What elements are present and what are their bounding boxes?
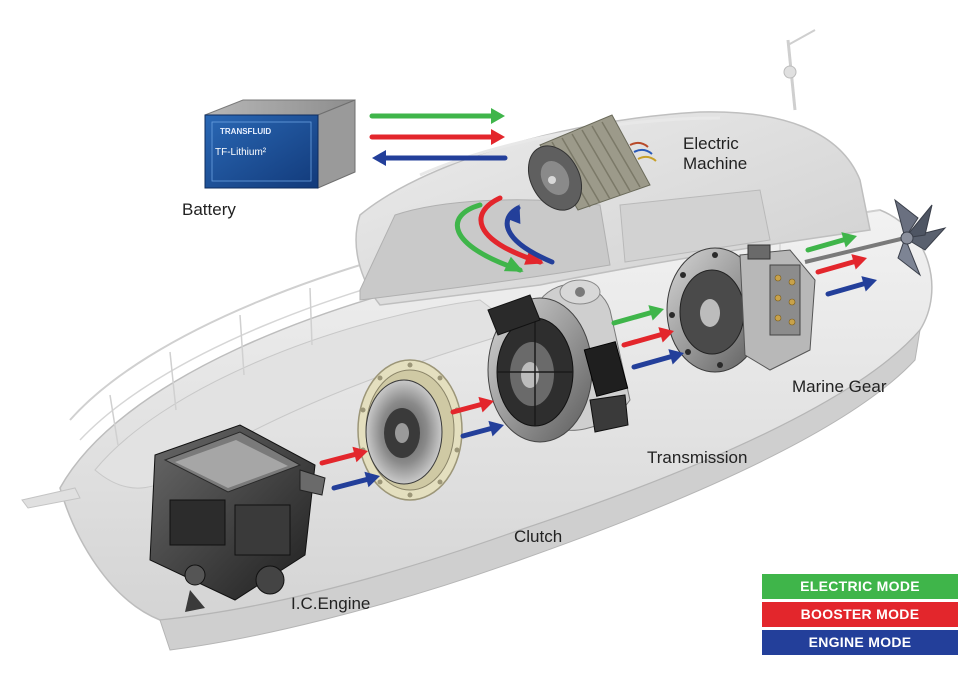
power-flow-arrows	[319, 108, 877, 491]
ic-engine	[149, 424, 326, 612]
battery-unit	[204, 99, 356, 189]
arrow-electric-gear-to-propeller	[805, 232, 857, 253]
arrow-booster-clutch-to-transmission	[450, 396, 494, 415]
arrow-electric-machine-to-transmission	[454, 202, 524, 273]
transmission-unit	[487, 279, 631, 443]
ic-engine-label: I.C.Engine	[291, 594, 371, 613]
electric-machine-label-line2: Machine	[683, 154, 748, 173]
legend-label: ELECTRIC MODE	[800, 578, 920, 594]
marine-gear-label: Marine Gear	[792, 377, 887, 396]
transmission-label: Transmission	[647, 448, 748, 467]
legend-engine-mode: ENGINE MODE	[762, 630, 958, 655]
arrow-engine-machine-to-battery	[372, 150, 508, 166]
arrow-electric-transmission-to-gear	[611, 305, 664, 326]
electric-machine-label-line1: Electric	[683, 134, 739, 153]
arrow-booster-battery-to-machine	[369, 129, 505, 145]
legend-booster-mode: BOOSTER MODE	[762, 602, 958, 627]
arrow-engine-transmission-to-machine	[504, 204, 555, 265]
legend-label: BOOSTER MODE	[800, 606, 920, 622]
arrow-engine-gear-to-propeller	[825, 276, 877, 297]
marine-gear-unit	[666, 244, 816, 373]
clutch-unit	[357, 359, 463, 501]
arrow-engine-clutch-to-transmission	[460, 420, 504, 439]
arrow-electric-battery-to-machine	[369, 108, 505, 124]
arrow-booster-machine-to-transmission	[478, 195, 544, 265]
legend-electric-mode: ELECTRIC MODE	[762, 574, 958, 599]
battery-brand: TRANSFLUID	[220, 127, 272, 136]
arrow-booster-engine-to-clutch	[319, 446, 368, 466]
mode-legend: ELECTRIC MODE BOOSTER MODE ENGINE MODE	[762, 574, 958, 658]
battery-model: TF-Lithium²	[215, 147, 267, 158]
arrow-booster-gear-to-propeller	[815, 254, 867, 275]
arrow-booster-transmission-to-gear	[621, 327, 674, 348]
arrow-engine-transmission-to-gear	[631, 349, 684, 370]
arrow-engine-engine-to-clutch	[331, 471, 380, 491]
battery-label: Battery	[182, 200, 236, 219]
clutch-label: Clutch	[514, 527, 563, 546]
legend-label: ENGINE MODE	[808, 634, 912, 650]
electric-machine	[527, 114, 657, 211]
propeller	[804, 198, 947, 277]
